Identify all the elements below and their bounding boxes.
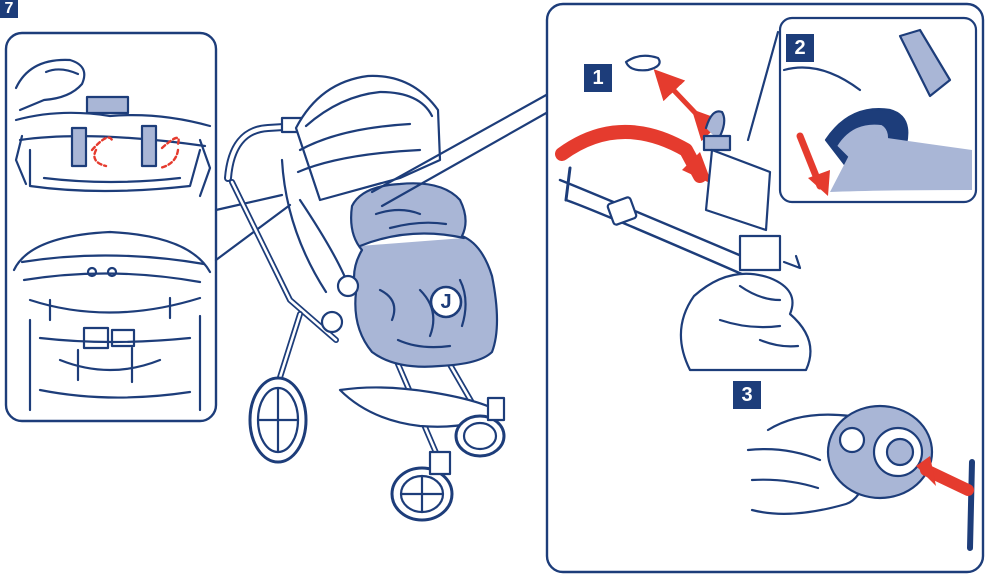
sub-step-1-badge: 1 <box>584 64 612 92</box>
left-detail-panel <box>6 33 290 421</box>
component-label-j: J <box>431 287 461 317</box>
callout-line <box>216 195 282 210</box>
sub-step-3-badge: 3 <box>733 381 761 409</box>
button-cap <box>626 56 660 71</box>
front-wheel <box>392 452 452 520</box>
rear-wheel <box>250 378 306 462</box>
right-detail-panel <box>547 4 983 572</box>
sub-step-2-badge: 2 <box>786 34 814 62</box>
step-number-badge: 7 <box>0 0 18 18</box>
stroller-illustration <box>228 76 548 520</box>
footmuff <box>351 183 497 366</box>
callout-line <box>216 205 290 260</box>
